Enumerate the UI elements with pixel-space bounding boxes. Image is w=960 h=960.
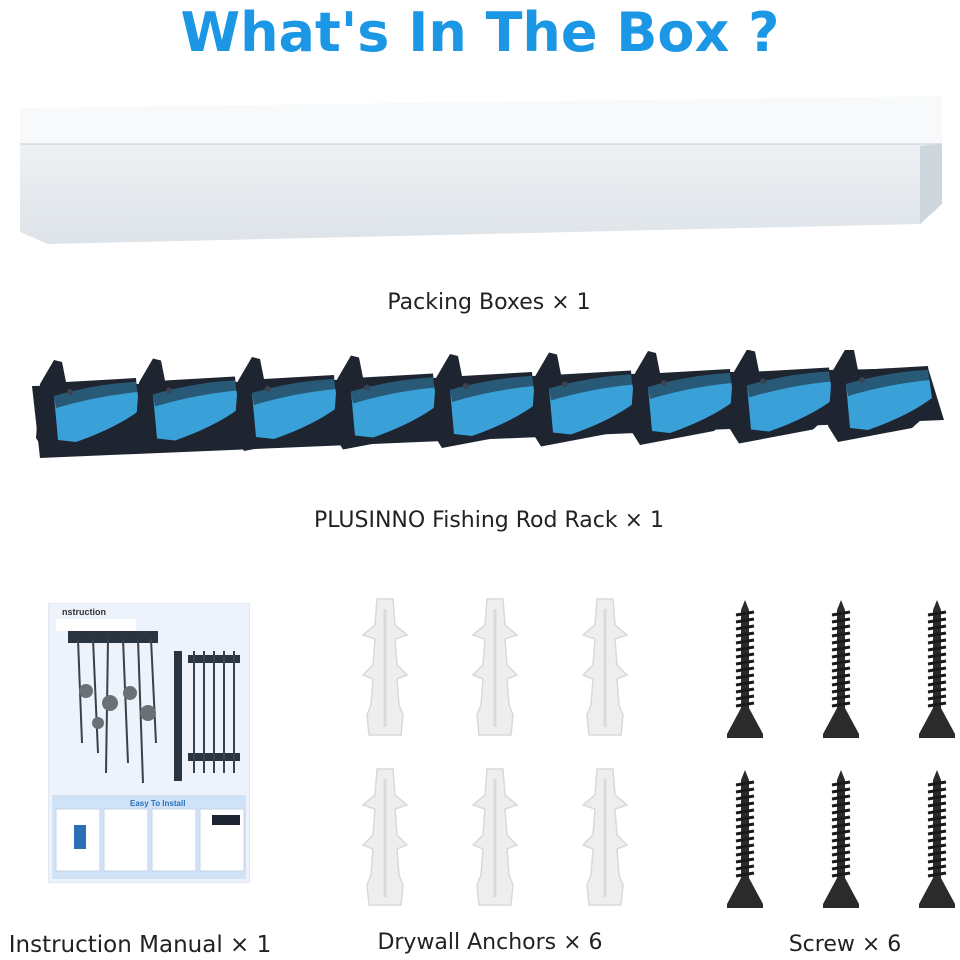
rack-clip — [135, 358, 239, 453]
screw — [823, 770, 859, 908]
packing-box-image — [20, 96, 942, 244]
fishing-rod-rack-caption: PLUSINNO Fishing Rod Rack × 1 — [313, 508, 665, 533]
manual-install-heading: Easy To Install — [130, 799, 186, 808]
page-title: What's In The Box ? — [180, 1, 780, 64]
fishing-rod-rack-image — [32, 350, 944, 458]
drywall-anchor — [471, 598, 519, 736]
rack-clip — [36, 360, 140, 454]
screw — [727, 770, 763, 908]
rack-clip — [234, 357, 338, 451]
drywall-anchor — [361, 598, 409, 736]
instruction-manual-image: nstruction Easy To Install — [47, 602, 251, 884]
drywall-anchor — [471, 768, 519, 906]
rack-clip — [531, 352, 635, 447]
manual-heading: nstruction — [62, 607, 106, 617]
screw — [823, 600, 859, 738]
rack-clip — [333, 355, 437, 450]
screws-image — [727, 600, 955, 908]
rack-clip — [729, 350, 833, 444]
drywall-anchor — [581, 598, 629, 736]
rack-clip — [432, 354, 536, 448]
instruction-manual-caption: Instruction Manual × 1 — [8, 932, 272, 958]
screw — [919, 770, 955, 908]
rack-clip — [828, 350, 932, 442]
drywall-anchors-image — [361, 598, 629, 906]
drywall-anchor — [581, 768, 629, 906]
screws-caption: Screw × 6 — [788, 932, 902, 957]
drywall-anchor — [361, 768, 409, 906]
rack-clip — [630, 351, 734, 445]
drywall-anchors-caption: Drywall Anchors × 6 — [377, 930, 603, 955]
packing-box-caption: Packing Boxes × 1 — [387, 290, 591, 315]
screw — [727, 600, 763, 738]
screw — [919, 600, 955, 738]
